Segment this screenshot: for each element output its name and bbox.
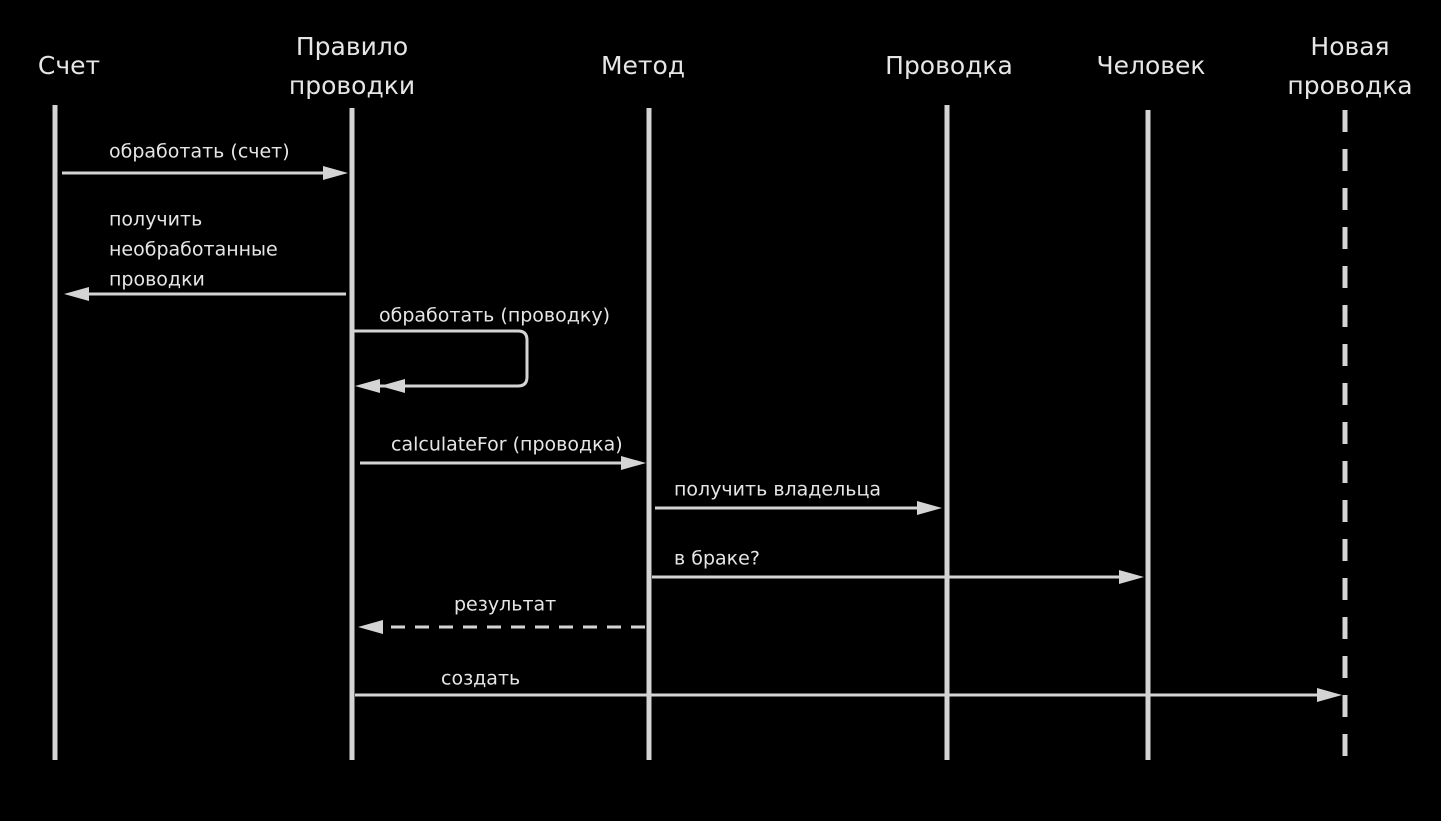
message-label-m5: получить владельца xyxy=(674,479,881,501)
message-label-m2-line-3: проводки xyxy=(109,269,205,291)
message-label-m2-line-1: получить xyxy=(109,209,202,231)
participant-label-schet: Счет xyxy=(38,51,100,80)
message-arrowhead-m3 xyxy=(355,379,380,393)
participant-label-novaya-line-1: Новая xyxy=(1310,32,1389,61)
message-label-m2-line-2: необработанные xyxy=(109,239,278,261)
message-label-m7: результат xyxy=(454,594,556,616)
participant-label-pravilo-line-2: проводки xyxy=(289,71,415,100)
message-arrowhead-m5 xyxy=(917,501,942,515)
message-arrowhead-m8 xyxy=(1317,688,1342,702)
message-arrowhead-m7 xyxy=(358,620,383,634)
participant-label-provodka: Проводка xyxy=(885,51,1013,80)
message-arrowhead-m4 xyxy=(621,456,646,470)
message-arrowhead-m6 xyxy=(1119,570,1144,584)
message-label-m4: calculateFor (проводка) xyxy=(391,434,623,456)
participant-label-novaya-line-2: проводка xyxy=(1287,71,1412,100)
message-arrow-m3 xyxy=(354,329,529,388)
message-label-m3: обработать (проводку) xyxy=(379,305,610,327)
participant-label-pravilo-line-1: Правило xyxy=(296,32,408,61)
message-label-m8: создать xyxy=(441,668,520,690)
message-arrowhead-m1 xyxy=(323,166,348,180)
participant-label-chelovek: Человек xyxy=(1096,51,1205,80)
message-label-m6: в браке? xyxy=(674,548,760,570)
message-arrowhead-m3-second xyxy=(380,379,405,393)
participant-label-metod: Метод xyxy=(601,51,685,80)
message-arrowhead-m2 xyxy=(64,287,89,301)
message-label-m1: обработать (счет) xyxy=(109,141,290,163)
